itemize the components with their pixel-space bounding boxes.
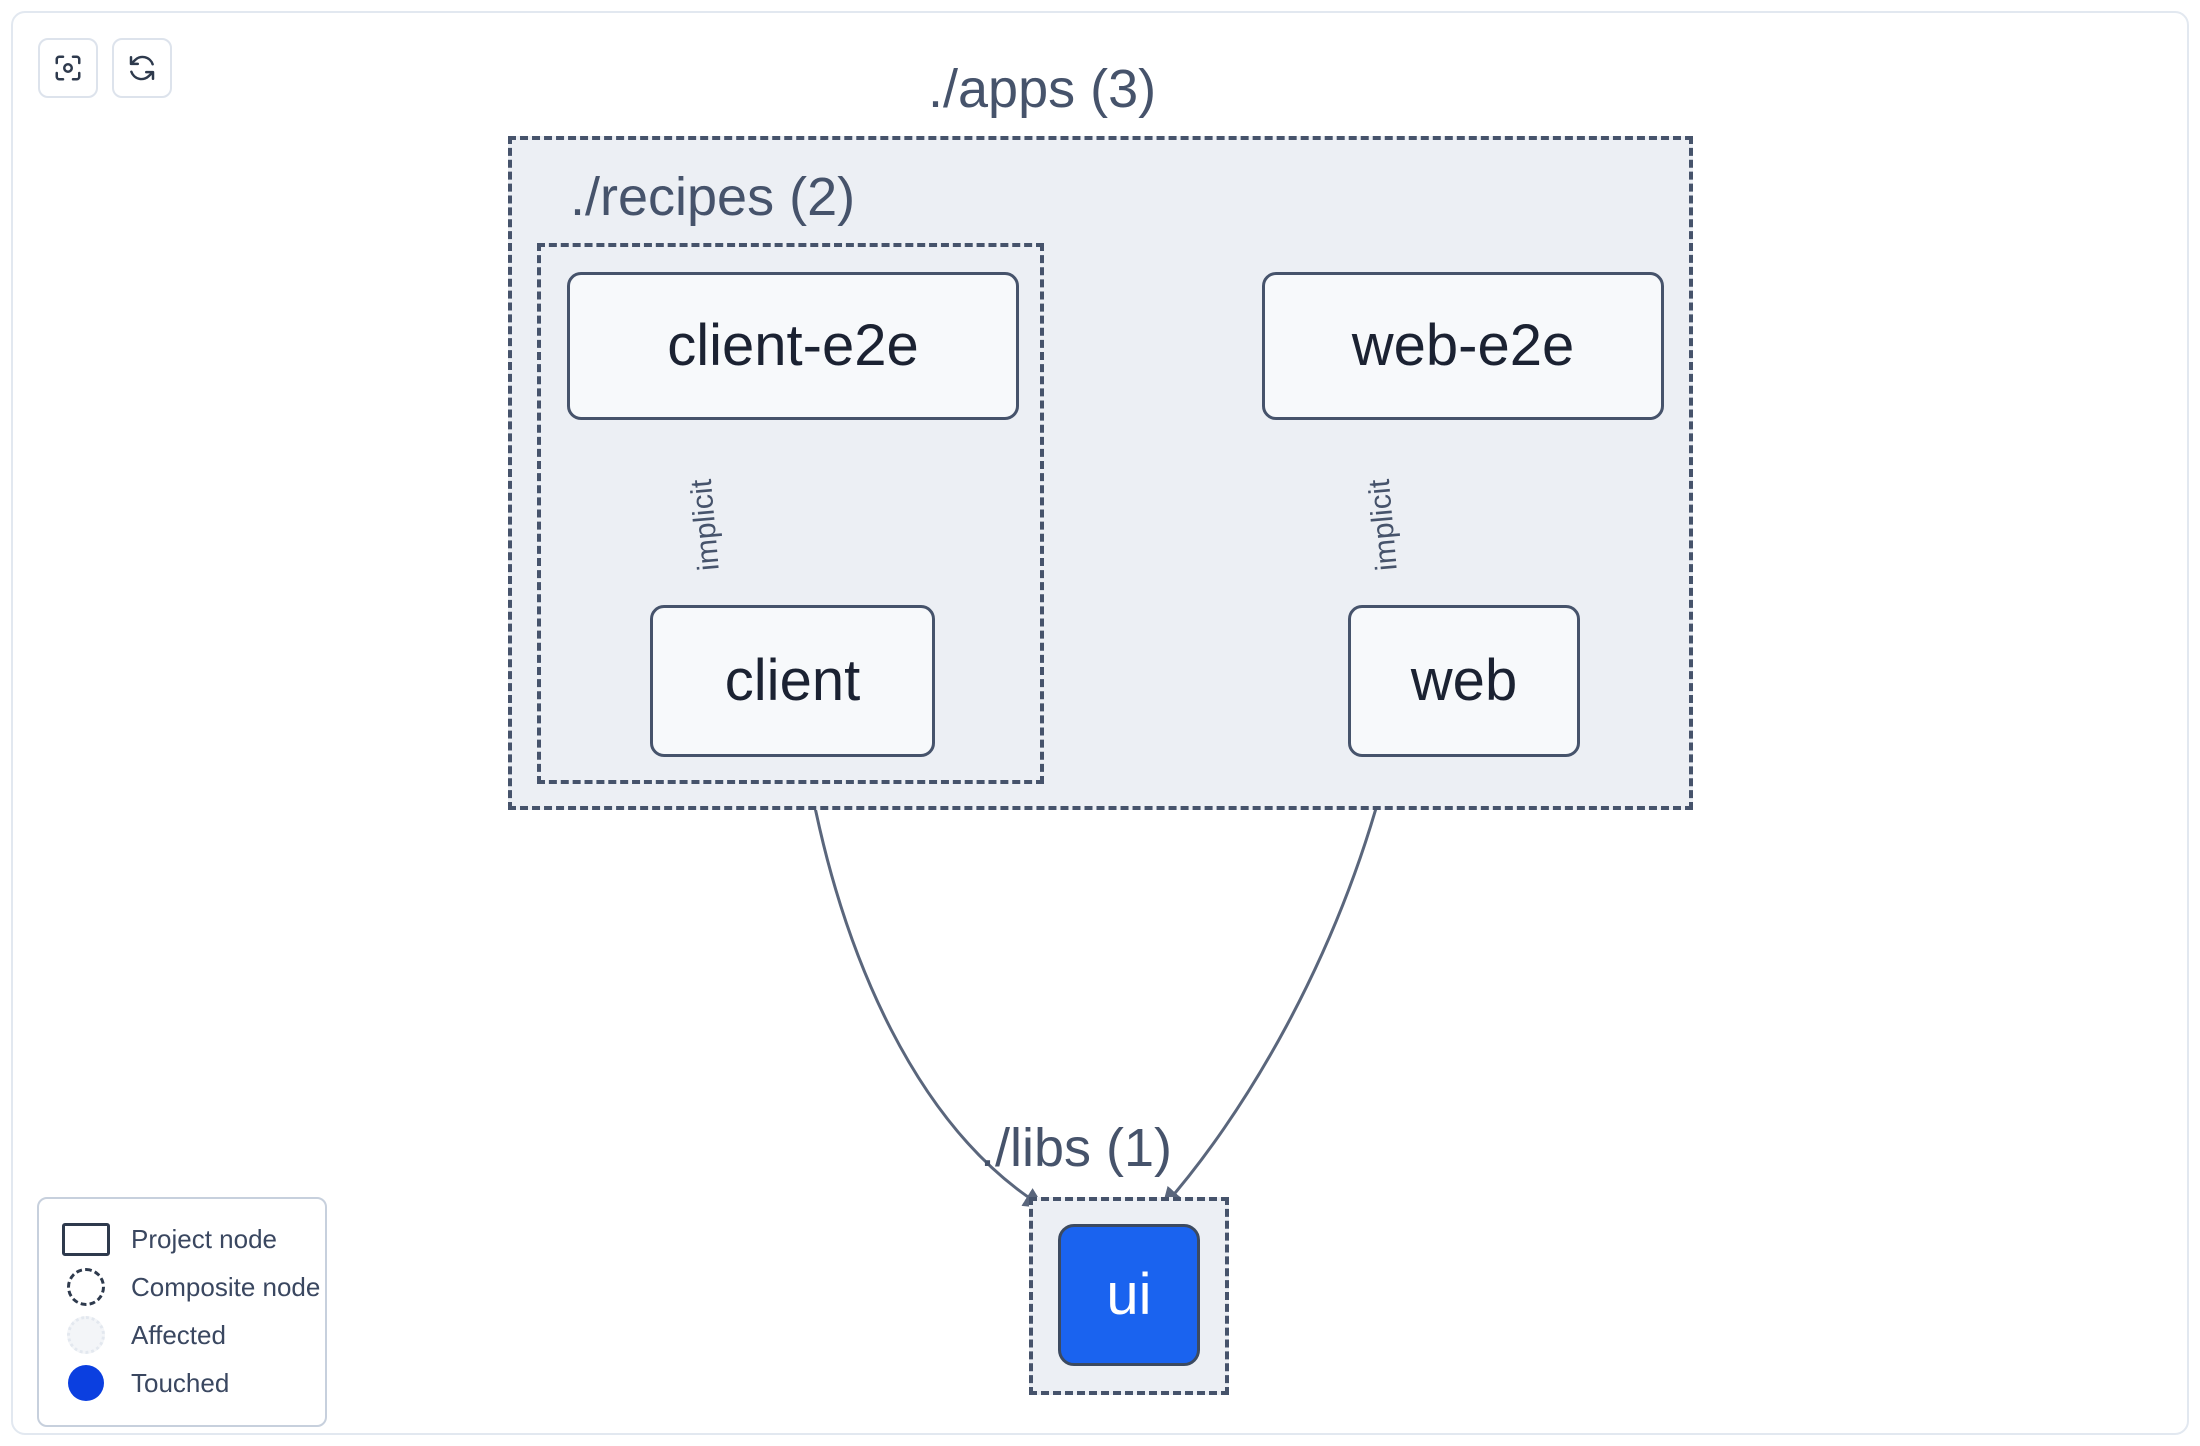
legend-item-composite-node: Composite node xyxy=(59,1263,320,1311)
node-client[interactable]: client xyxy=(650,605,935,757)
graph-legend: Project node Composite node Affected Tou… xyxy=(37,1197,327,1427)
group-label-apps: ./apps (3) xyxy=(928,59,1157,119)
node-ui[interactable]: ui xyxy=(1058,1224,1200,1366)
node-client-e2e[interactable]: client-e2e xyxy=(567,272,1019,420)
legend-item-project-node: Project node xyxy=(59,1215,305,1263)
legend-item-affected: Affected xyxy=(59,1311,305,1359)
focus-graph-button[interactable] xyxy=(38,38,98,98)
refresh-icon xyxy=(127,53,157,83)
legend-label-touched: Touched xyxy=(131,1368,230,1398)
focus-target-icon xyxy=(53,53,83,83)
project-node-swatch xyxy=(59,1222,113,1256)
edge-label-implicit-web: implicit xyxy=(1362,477,1404,573)
affected-swatch xyxy=(59,1316,113,1354)
group-label-recipes: ./recipes (2) xyxy=(570,167,856,227)
group-label-libs: ./libs (1) xyxy=(980,1118,1173,1178)
graph-toolbar xyxy=(38,38,172,98)
legend-label-composite-node: Composite node xyxy=(131,1272,321,1302)
legend-label-project-node: Project node xyxy=(131,1224,277,1254)
refresh-graph-button[interactable] xyxy=(112,38,172,98)
node-web-e2e[interactable]: web-e2e xyxy=(1262,272,1664,420)
legend-item-touched: Touched xyxy=(59,1359,305,1407)
legend-label-affected: Affected xyxy=(131,1320,226,1350)
node-web[interactable]: web xyxy=(1348,605,1580,757)
composite-node-swatch xyxy=(59,1268,113,1306)
edge-label-implicit-client: implicit xyxy=(684,477,726,573)
touched-swatch xyxy=(59,1365,113,1401)
